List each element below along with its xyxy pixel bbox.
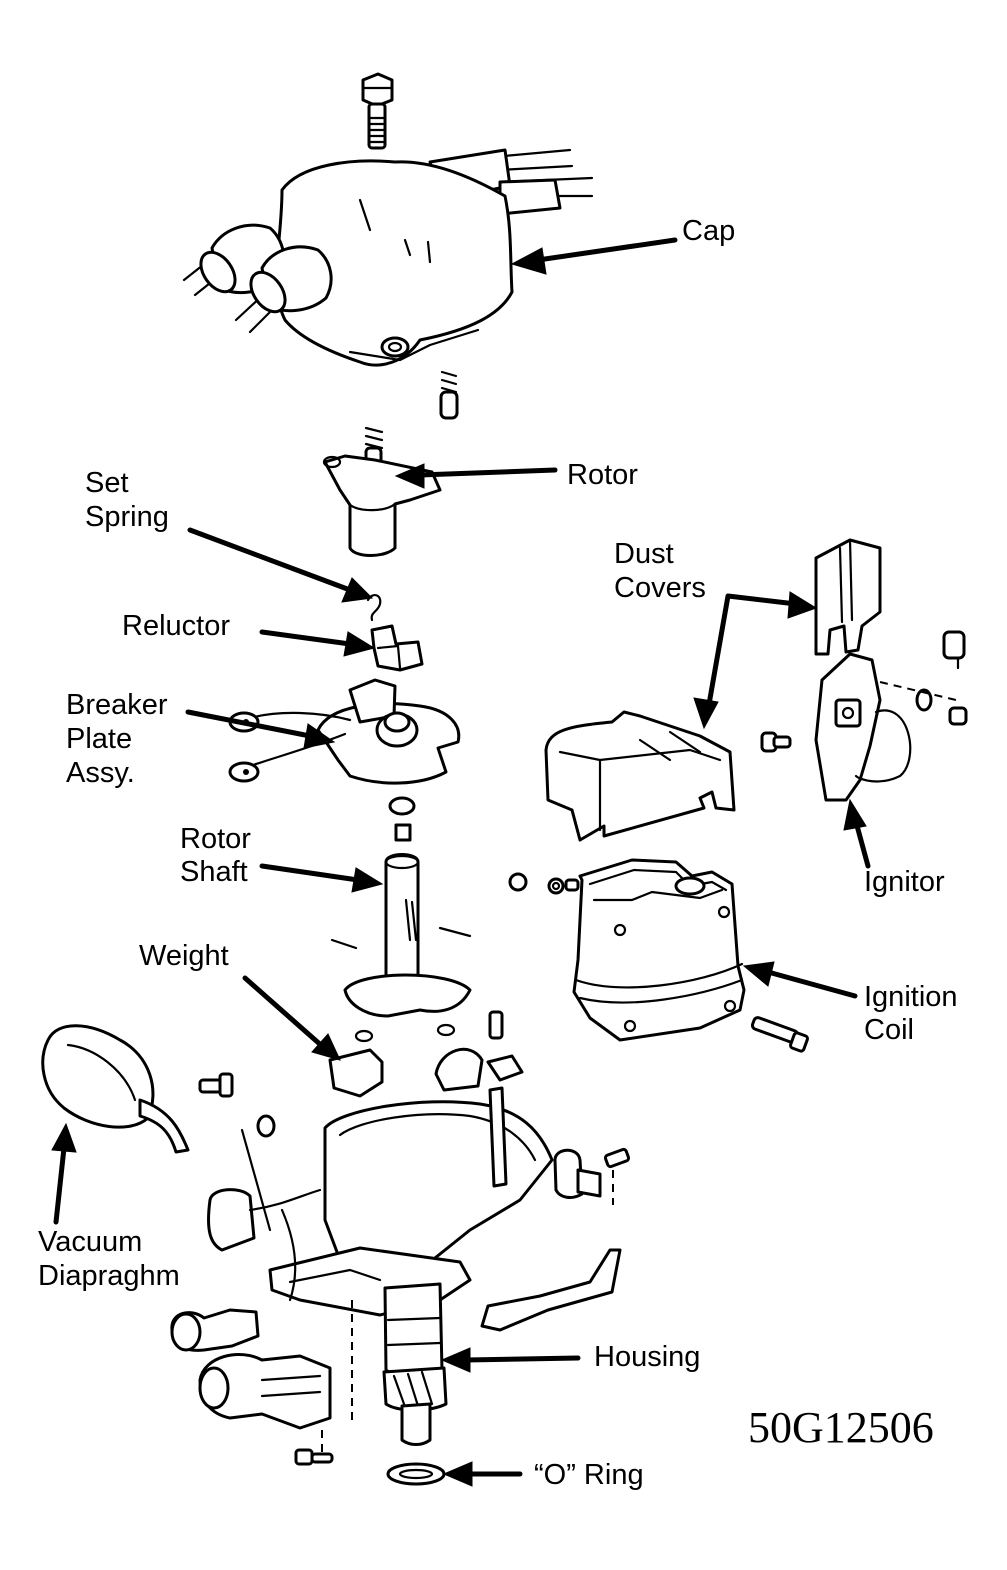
arrow-vacuum-diaphragm-head — [51, 1122, 77, 1153]
label-breaker-plate-line1: Breaker — [66, 689, 168, 721]
label-ignitor: Ignitor — [864, 866, 945, 898]
arrow-weight-head — [311, 1033, 341, 1061]
rotor-shaft — [330, 796, 472, 1018]
ignition-coil — [572, 858, 746, 1042]
distributor-housing — [170, 1086, 631, 1466]
arrow-ignition-coil — [765, 969, 858, 999]
arrow-ignitor — [853, 819, 871, 869]
arrow-breaker-plate — [185, 709, 313, 739]
leader-arrows — [51, 237, 871, 1487]
arrow-reluctor — [259, 629, 353, 647]
label-rotor-shaft-line2: Shaft — [180, 856, 248, 888]
label-ignition-coil-line1: Ignition — [864, 981, 958, 1013]
arrow-dust-covers-head-2 — [787, 591, 818, 619]
label-breaker-plate-line3: Assy. — [66, 757, 135, 789]
breaker-plate-assembly — [228, 678, 461, 785]
o-ring — [386, 1462, 446, 1486]
cap-bolt — [361, 72, 394, 150]
dust-cover-ignitor — [814, 538, 882, 656]
arrow-cap — [535, 237, 678, 263]
arrow-breaker-plate-head — [303, 723, 336, 749]
label-housing: Housing — [594, 1341, 701, 1373]
arrow-rotor-head — [394, 463, 425, 489]
label-rotor: Rotor — [567, 459, 638, 491]
label-set-spring-line1: Set — [85, 467, 129, 499]
ignitor — [814, 630, 968, 802]
label-cap: Cap — [682, 215, 736, 247]
label-vacuum-diaphragm-line2: Diapraghm — [38, 1260, 180, 1292]
arrow-rotor — [417, 467, 558, 478]
arrow-dust-covers-head-1 — [693, 697, 719, 730]
label-o-ring: “O” Ring — [534, 1459, 644, 1491]
label-set-spring-line2: Spring — [85, 501, 169, 533]
coil-screw — [750, 1016, 809, 1053]
arrow-cap-head — [510, 247, 547, 275]
arrow-dust-covers — [705, 593, 799, 713]
arrow-housing-head — [440, 1347, 471, 1373]
reluctor — [370, 624, 424, 672]
diaphragm-screw — [198, 1072, 234, 1098]
dust-cover-coil — [544, 710, 736, 842]
distributor-cap — [182, 148, 594, 367]
label-rotor-shaft-line1: Rotor — [180, 823, 251, 855]
carbon-brush-spring — [439, 370, 459, 420]
ignitor-screw — [760, 731, 792, 753]
figure-id: 50G12506 — [748, 1403, 934, 1452]
arrow-rotor-shaft — [259, 863, 361, 883]
clip-washers — [354, 1023, 456, 1043]
label-ignition-coil-line2: Coil — [864, 1014, 914, 1046]
arrow-ignition-coil-head — [742, 961, 775, 987]
label-dust-covers-line2: Covers — [614, 572, 706, 604]
arrow-o-ring-head — [442, 1461, 473, 1487]
label-weight: Weight — [139, 940, 229, 972]
set-spring — [366, 594, 382, 622]
arrow-reluctor-head — [343, 631, 376, 657]
coil-nuts-washers — [508, 872, 580, 895]
arrow-housing — [463, 1355, 581, 1363]
label-breaker-plate-line2: Plate — [66, 723, 133, 755]
arrow-set-spring-head — [341, 577, 374, 603]
label-reluctor: Reluctor — [122, 610, 230, 642]
arrow-weight — [242, 975, 325, 1049]
arrow-ignitor-head — [843, 798, 867, 831]
label-vacuum-diaphragm-line1: Vacuum — [38, 1226, 143, 1258]
governor-weights — [328, 1010, 524, 1098]
arrow-rotor-shaft-head — [351, 867, 384, 893]
label-dust-covers-line1: Dust — [614, 538, 674, 570]
vacuum-diaphragm — [41, 1024, 190, 1154]
arrow-vacuum-diaphragm — [53, 1145, 67, 1225]
arrow-set-spring — [187, 527, 353, 593]
